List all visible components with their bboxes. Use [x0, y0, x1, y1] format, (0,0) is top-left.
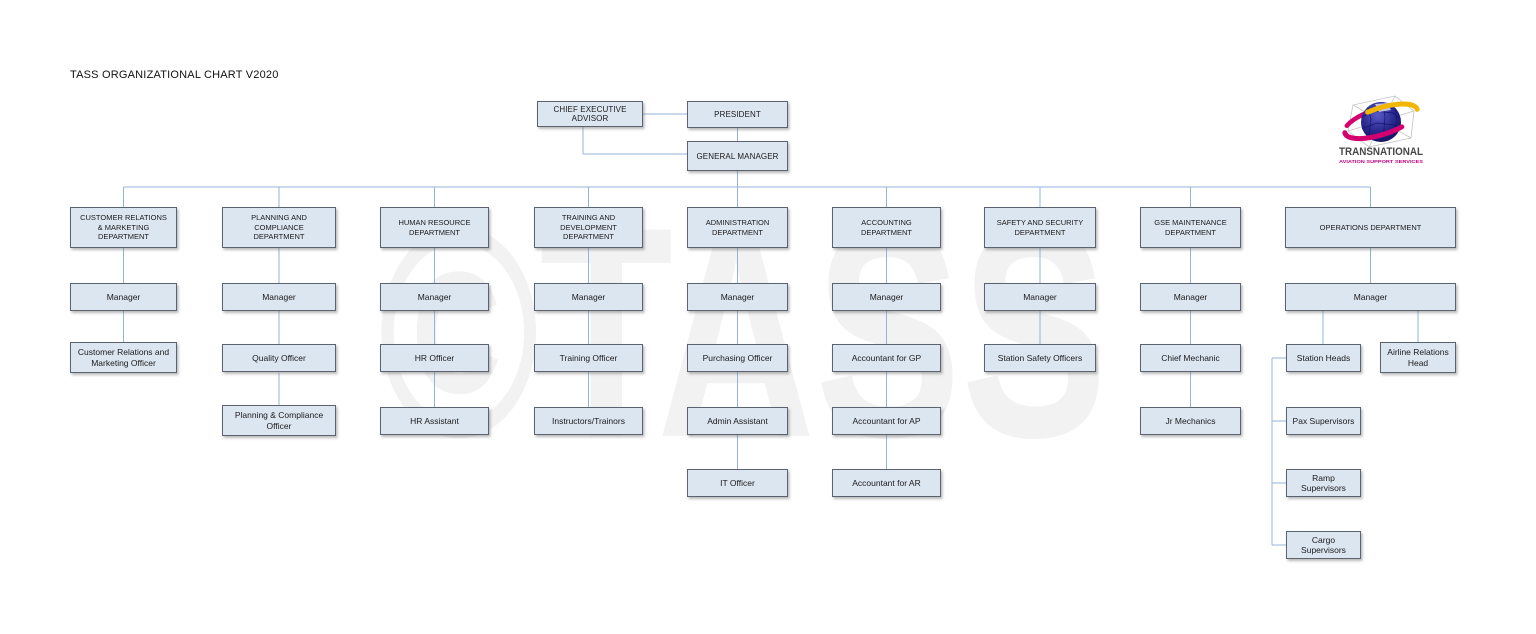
- box-jr-mechanics: Jr Mechanics: [1140, 407, 1241, 435]
- dept-accounting: ACCOUNTING DEPARTMENT: [832, 207, 941, 248]
- box-instructors-trainors: Instructors/Trainors: [534, 407, 643, 435]
- box-accountant-ap: Accountant for AP: [832, 407, 941, 435]
- box-purchasing-officer: Purchasing Officer: [687, 344, 788, 372]
- dept-human-resource: HUMAN RESOURCE DEPARTMENT: [380, 207, 489, 248]
- box-station-heads: Station Heads: [1286, 344, 1361, 372]
- logo-name: TRANSNATIONAL: [1339, 146, 1423, 158]
- box-accounting-manager: Manager: [832, 283, 941, 311]
- logo-tagline: AVIATION SUPPORT SERVICES: [1339, 159, 1424, 165]
- dept-customer-relations-marketing: CUSTOMER RELATIONS & MARKETING DEPARTMEN…: [70, 207, 177, 248]
- box-admin-manager: Manager: [687, 283, 788, 311]
- dept-gse-maintenance: GSE MAINTENANCE DEPARTMENT: [1140, 207, 1241, 248]
- box-airline-relations-head: Airline Relations Head: [1380, 342, 1456, 373]
- box-it-officer: IT Officer: [687, 469, 788, 497]
- box-hr-assistant: HR Assistant: [380, 407, 489, 435]
- dept-safety-security: SAFETY AND SECURITY DEPARTMENT: [984, 207, 1096, 248]
- box-training-manager: Manager: [534, 283, 643, 311]
- box-hr-manager: Manager: [380, 283, 489, 311]
- box-accountant-gp: Accountant for GP: [832, 344, 941, 372]
- box-president: PRESIDENT: [687, 101, 788, 128]
- box-operations-manager: Manager: [1285, 283, 1456, 311]
- tass-logo: TRANSNATIONAL AVIATION SUPPORT SERVICES: [1339, 95, 1424, 165]
- dept-training-development: TRAINING AND DEVELOPMENT DEPARTMENT: [534, 207, 643, 248]
- box-gse-manager: Manager: [1140, 283, 1241, 311]
- dept-planning-compliance: PLANNING AND COMPLIANCE DEPARTMENT: [222, 207, 336, 248]
- logo-swoosh-pink: [1342, 124, 1405, 142]
- box-ramp-supervisors: Ramp Supervisors: [1286, 469, 1361, 497]
- box-hr-officer: HR Officer: [380, 344, 489, 372]
- box-chief-executive-advisor: CHIEF EXECUTIVE ADVISOR: [537, 101, 643, 127]
- box-chief-mechanic: Chief Mechanic: [1140, 344, 1241, 372]
- box-training-officer: Training Officer: [534, 344, 643, 372]
- box-cargo-supervisors: Cargo Supervisors: [1286, 531, 1361, 559]
- box-planning-compliance-officer: Planning & Compliance Officer: [222, 405, 336, 436]
- box-station-safety-officers: Station Safety Officers: [984, 344, 1096, 372]
- box-general-manager: GENERAL MANAGER: [687, 141, 788, 171]
- box-safety-manager: Manager: [984, 283, 1096, 311]
- box-crm-manager: Manager: [70, 283, 177, 311]
- box-quality-officer: Quality Officer: [222, 344, 336, 372]
- dept-administration: ADMINISTRATION DEPARTMENT: [687, 207, 788, 248]
- box-pax-supervisors: Pax Supervisors: [1286, 407, 1361, 435]
- box-accountant-ar: Accountant for AR: [832, 469, 941, 497]
- box-admin-assistant: Admin Assistant: [687, 407, 788, 435]
- page-title: TASS ORGANIZATIONAL CHART V2020: [70, 69, 279, 81]
- box-crm-officer: Customer Relations and Marketing Officer: [70, 342, 177, 373]
- dept-operations: OPERATIONS DEPARTMENT: [1285, 207, 1456, 248]
- logo-swoosh-yellow: [1365, 101, 1420, 115]
- box-planning-manager: Manager: [222, 283, 336, 311]
